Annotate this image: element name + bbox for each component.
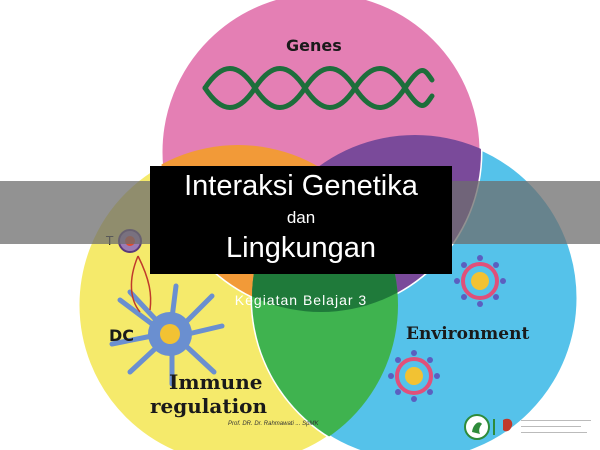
genes-label: Genes [286, 36, 342, 55]
dna-helix-icon [202, 66, 435, 110]
title-line-3: Lingkungan [226, 232, 376, 264]
dc-label: DC [109, 326, 135, 345]
virus-icon [388, 350, 440, 402]
title-box: Interaksi Genetika dan Lingkungan [150, 166, 452, 274]
dendritic-cell-icon [109, 255, 225, 387]
title-line-1: Interaksi Genetika [184, 170, 418, 202]
regulation-label: regulation [150, 394, 268, 418]
immune-label: Immune [169, 370, 263, 394]
virus-icon [454, 255, 506, 307]
environment-label: Environment [406, 324, 530, 344]
author-credit: Prof. DR. Dr. Rahmawati ... SpMK [228, 421, 319, 427]
kangaroo-logo-icon [464, 414, 591, 440]
subtitle: Kegiatan Belajar 3 [234, 292, 368, 308]
australian-aid-logo [463, 410, 600, 444]
title-line-2: dan [286, 208, 316, 227]
